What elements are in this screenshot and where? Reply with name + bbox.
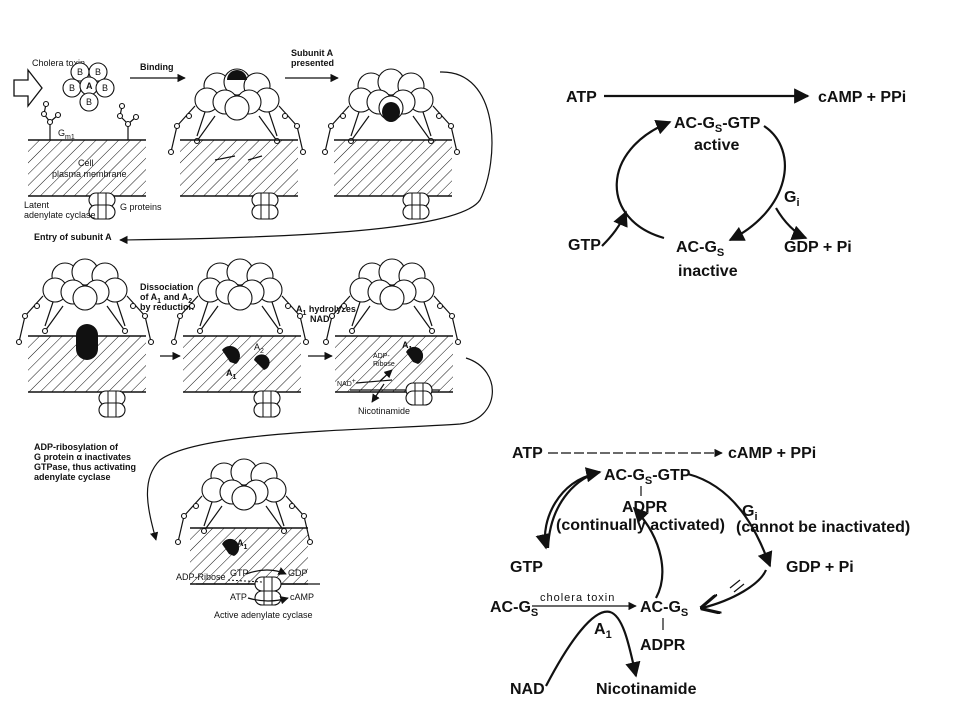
g-proteins-label: G proteins (120, 202, 162, 212)
inactive-label: inactive (678, 263, 738, 280)
adpr-top-label: ADPR (622, 499, 668, 516)
active-label: active (694, 137, 739, 154)
nad-arrow (545, 610, 641, 687)
subunit-b-label: B (102, 83, 108, 93)
subunit-b-label: B (77, 67, 83, 77)
gdp-pi-label: GDP + Pi (784, 239, 852, 256)
a1-dark (222, 346, 240, 364)
nicotinamide-small-label: Nicotinamide (358, 406, 410, 416)
ac-gs-left-label: AC-GS (490, 599, 538, 619)
a1-dark (406, 346, 424, 364)
gtp-activation-arrow (546, 467, 602, 549)
camp-ppi-label: cAMP + PPi (728, 445, 816, 462)
blocked-arrow (702, 569, 768, 608)
active-ac-label: Active adenylate cyclase (214, 610, 313, 620)
subunit-b-label: B (69, 83, 75, 93)
ribosylation-arrow (146, 357, 493, 541)
subunit-a-in-membrane (76, 324, 98, 360)
subunit-a-dark (382, 102, 400, 122)
gtp-activation-arrow (615, 120, 672, 240)
cholera-gs-cycle: ATP cAMP + PPi AC-GS-GTP ADPR (continual… (490, 445, 910, 698)
gi-arrow (687, 472, 773, 568)
a1-label: A1 (402, 340, 413, 353)
gi-label: Gi (784, 189, 800, 209)
nad-small-label: NAD+ (337, 378, 356, 388)
continually-activated-label: (continually activated) (556, 517, 725, 534)
ac-gs-gtp-label: AC-GS-GTP (674, 115, 761, 135)
gdp-pi-label: GDP + Pi (786, 559, 854, 576)
panel-presented (321, 68, 461, 220)
nicotinamide-label: Nicotinamide (596, 681, 697, 698)
g-protein-arrows (214, 155, 263, 161)
gdp-small-label: GDP (288, 568, 308, 578)
atp-small-label: ATP (230, 592, 247, 602)
a2-dark (254, 354, 270, 370)
nad-label: NAD (510, 681, 545, 698)
subunit-a-dark (227, 70, 247, 80)
gm1-label: Gm1 (58, 128, 75, 141)
a1-label: A1 (594, 621, 612, 641)
panel-dissociation: A2 A1 (170, 258, 310, 418)
adpr-bottom-label: ADPR (640, 637, 686, 654)
gi-label: Gi (742, 503, 758, 523)
normal-gs-cycle: ATP cAMP + PPi AC-GS-GTP active Gi GTP A… (536, 62, 928, 288)
panel-binding (167, 68, 307, 220)
gm1-receptors: Gm1 (40, 100, 140, 141)
ac-gs-right-label: AC-GS (640, 599, 688, 619)
entry-subunit-a-label: Entry of subunit A (34, 232, 112, 242)
cholera-toxin-label: cholera toxin (540, 592, 615, 604)
gi-arrow (728, 125, 786, 241)
subunit-a-label: A (86, 81, 93, 91)
adp-ribose-label: ADP-Ribose (176, 572, 226, 582)
panel-active: A1 GTP GDP ADP-Ribose ATP cAMP Active ad… (174, 458, 320, 620)
gtp-small-label: GTP (230, 568, 249, 578)
a2-label: A2 (254, 342, 264, 355)
entry-arrow-icon (13, 68, 43, 108)
panel-hydrolysis: A1 ADP-Ribose NAD+ Nicotinamide (322, 258, 462, 416)
a1-dark (222, 538, 240, 556)
camp-small-label: cAMP (290, 592, 314, 602)
cannot-be-inactivated-label: (cannot be inactivated) (736, 519, 910, 536)
subunit-b-label: B (86, 97, 92, 107)
ac-gs-gtp-label: AC-GS-GTP (604, 467, 691, 487)
cholera-toxin-label: Cholera toxin (32, 58, 85, 68)
entry-arrow (119, 71, 493, 245)
panel-entry (15, 258, 155, 418)
a1-label: A1 (226, 368, 237, 381)
toxin-pentamer: B B B A B B (62, 62, 115, 112)
a1-label: A1 (237, 538, 248, 551)
subunit-b-label: B (95, 67, 101, 77)
gtp-label: GTP (510, 559, 543, 576)
atp-label: ATP (566, 89, 597, 106)
gtp-label: GTP (568, 237, 601, 254)
ac-gs-label: AC-GS (676, 239, 724, 259)
camp-ppi-label: cAMP + PPi (818, 89, 906, 106)
atp-label: ATP (512, 445, 543, 462)
binding-label: Binding (140, 62, 174, 72)
